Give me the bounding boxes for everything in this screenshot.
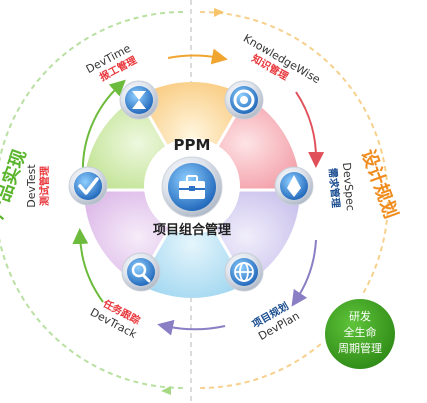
lifecycle-badge[interactable]: 研发 全生命 周期管理: [320, 294, 400, 374]
outer-arrow-top: [214, 8, 224, 17]
pen-nib-icon: [287, 175, 301, 197]
globe-icon: [234, 262, 254, 282]
side-right-text: 设计规划: [357, 146, 402, 221]
briefcase-icon: [179, 175, 205, 199]
flow-arrow-track-to-test: [72, 228, 104, 303]
lifebuoy-icon: [233, 89, 255, 111]
module-knowledgewise[interactable]: [224, 80, 264, 120]
flow-arrow-spec-to-plan: [291, 239, 317, 307]
label-devtest-cn: 测试管理: [38, 166, 51, 206]
checkmark-icon: [78, 177, 99, 195]
module-devtime[interactable]: [119, 80, 159, 120]
sector-devplan: [138, 190, 246, 298]
label-devspec-en: DevSpec: [340, 162, 357, 211]
badge-line-3: 周期管理: [338, 341, 382, 355]
label-devspec: DevSpec 需求管理: [326, 162, 357, 211]
flow-arrow-knowledge-to-spec: [295, 91, 325, 168]
module-devspec[interactable]: [274, 166, 314, 206]
label-devtest: 测试管理 DevTest: [25, 164, 51, 208]
module-devtrack[interactable]: [121, 252, 161, 292]
flow-arrow-test-to-time: [81, 79, 126, 176]
center-hub[interactable]: PPM 项目组合管理: [144, 136, 240, 238]
module-devplan[interactable]: [224, 252, 264, 292]
side-label-right: 设计规划: [357, 146, 402, 221]
outer-ring-right: [199, 11, 389, 389]
hourglass-icon: [132, 91, 146, 109]
outer-arrow-bottom: [161, 386, 171, 395]
label-devtrack: 任务跟踪 DevTrack: [88, 296, 142, 341]
badge-disk: [325, 299, 395, 369]
badge-line-1: 研发: [349, 309, 371, 323]
magnifier-icon: [131, 262, 151, 283]
label-devtest-en: DevTest: [25, 164, 38, 208]
hub-title: PPM: [174, 136, 211, 154]
label-devspec-cn: 需求管理: [326, 167, 342, 208]
flow-arrow-time-to-knowledge: [167, 48, 228, 65]
module-devtest[interactable]: [68, 166, 108, 206]
sector-devtime: [138, 82, 246, 190]
hub-subtitle: 项目组合管理: [153, 222, 231, 238]
flow-arrow-plan-to-track: [157, 319, 226, 336]
outer-ring-left: [0, 11, 184, 389]
badge-line-2: 全生命: [344, 325, 377, 339]
label-devtime: DevTime 报工管理: [84, 42, 139, 84]
label-devplan: 项目规划 DevPlan: [250, 299, 302, 343]
